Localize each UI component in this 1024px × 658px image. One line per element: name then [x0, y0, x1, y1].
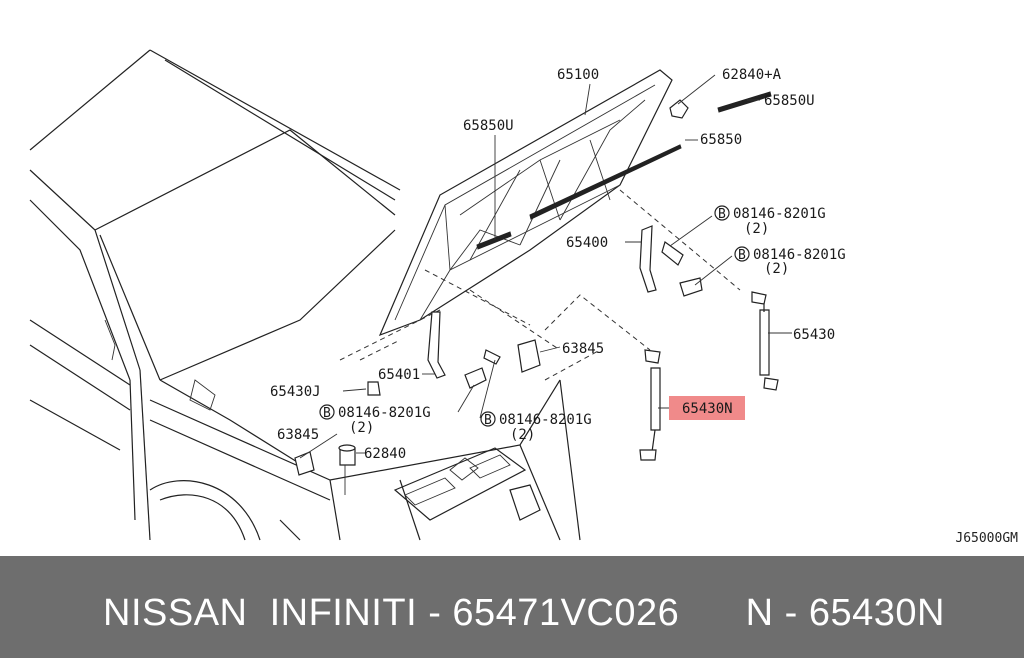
label-hinge-right: 65400: [566, 235, 608, 251]
circle-b-letter: B: [484, 413, 492, 428]
hood-assembly-drawing: 65100 62840+A 65850U 65850U 65850 65400 …: [29, 49, 846, 541]
bolt-parts: [464, 241, 703, 389]
hood-bumper-part: [669, 99, 689, 119]
callout-labels: 65100 62840+A 65850U 65850U 65850 65400 …: [270, 67, 846, 462]
circle-b-icon: [319, 404, 335, 420]
label-bolt-a: 08146-8201G: [733, 206, 826, 222]
label-stay-highlighted: 65430N: [682, 401, 733, 417]
footer-bar: NISSAN INFINITI - 65471VC026 N - 65430N: [0, 556, 1024, 658]
circle-b-letter: B: [323, 406, 331, 421]
label-stay-clip: 65430J: [270, 384, 321, 400]
hood-hinge-parts: [427, 225, 657, 379]
label-bolt-a-qty: (2): [744, 221, 769, 237]
label-clip-left: 63845: [277, 427, 319, 443]
label-hood-bumper: 62840+A: [722, 67, 782, 83]
label-seal-u-left: 65850U: [463, 118, 514, 134]
leader-lines: [299, 74, 792, 459]
assembly-dashed-lines: [339, 189, 741, 381]
hood-panel: [378, 69, 772, 337]
clip-parts: [294, 339, 541, 495]
label-hood: 65100: [557, 67, 599, 83]
label-bolt-b: 08146-8201G: [753, 247, 846, 263]
circle-b-icon: [734, 246, 750, 262]
label-bolt-d-qty: (2): [510, 427, 535, 443]
label-clip-right: 63845: [562, 341, 604, 357]
highlight-box: [669, 396, 745, 420]
label-bolt-c-qty: (2): [349, 420, 374, 436]
label-bumper-left: 62840: [364, 446, 406, 462]
label-hinge-left: 65401: [378, 367, 420, 383]
circle-b-icon: [480, 411, 496, 427]
circle-b-icon: [714, 205, 730, 221]
label-seal-u-right: 65850U: [764, 93, 815, 109]
label-seal: 65850: [700, 132, 742, 148]
parts-diagram: 65100 62840+A 65850U 65850U 65850 65400 …: [29, 49, 846, 541]
footer-part-numbers: NISSAN INFINITI - 65471VC026 N - 65430N: [103, 592, 945, 634]
label-bolt-d: 08146-8201G: [499, 412, 592, 428]
label-bolt-b-qty: (2): [764, 261, 789, 277]
vehicle-outline: [29, 49, 581, 541]
grille: [393, 447, 541, 521]
circle-b-letter: B: [738, 248, 746, 263]
label-stay-right: 65430: [793, 327, 835, 343]
circle-b-letter: B: [718, 207, 726, 222]
hood-stay-parts: [639, 291, 779, 461]
label-bolt-c: 08146-8201G: [338, 405, 431, 421]
diagram-code: J65000GM: [955, 531, 1018, 546]
